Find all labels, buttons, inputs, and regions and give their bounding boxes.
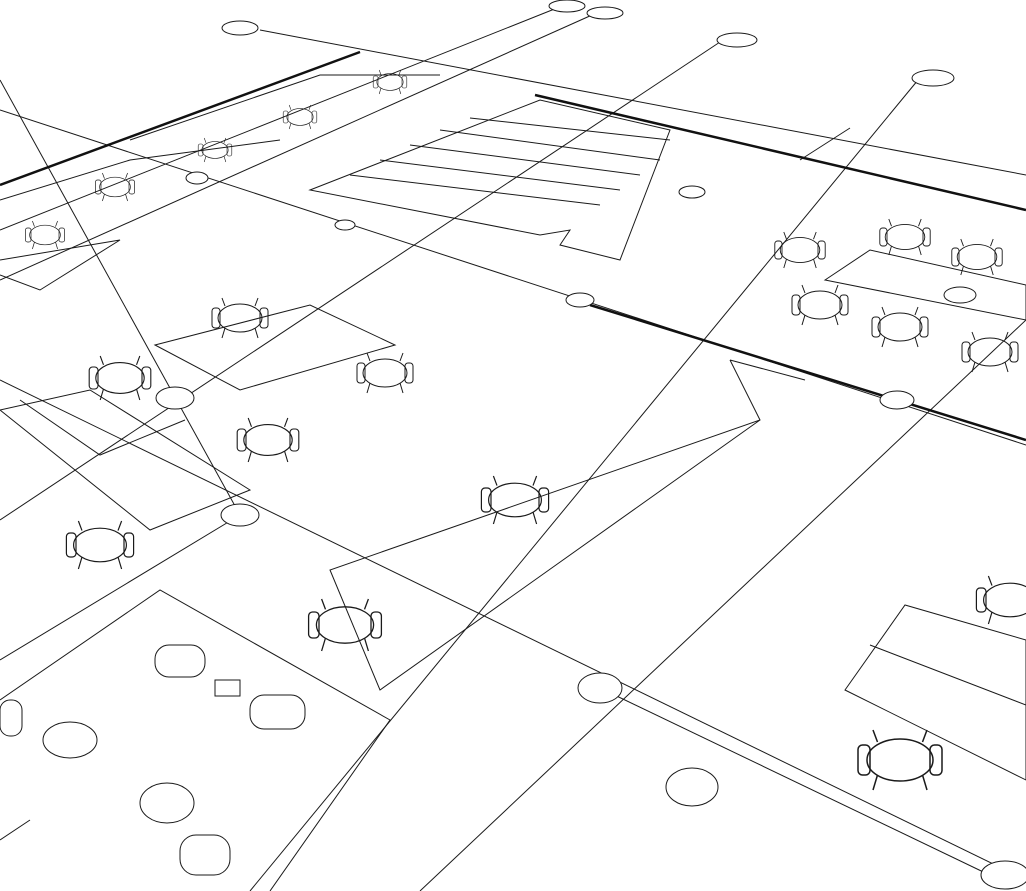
wall [534,93,1026,212]
grid-line [259,29,1026,176]
grid-bubble [879,390,915,410]
floor-drain [155,386,195,410]
floor-drain [943,286,977,304]
chair-icon [197,137,233,163]
grid-bubble [716,32,758,48]
grid-bubble [911,69,955,87]
floor-drain [665,767,719,807]
wall [589,303,1026,442]
floor-drain [678,185,706,199]
grid-bubble [577,672,623,704]
grid-bubble [548,0,586,13]
floor-drain [139,782,195,824]
toilet-icon [249,694,306,730]
grid-bubble [221,20,259,36]
chair-icon [236,417,300,463]
chair-icon [871,306,929,348]
desk-block [823,249,1026,321]
grid-bubble [565,292,595,308]
office-row [0,74,440,291]
desk-block [0,304,397,531]
grid-line [0,79,241,516]
chair-icon [65,520,135,570]
grid-line [249,79,919,891]
toilet-icon [0,699,23,737]
grid-bubble [586,6,624,20]
partition [308,99,671,261]
grid-line [0,41,721,521]
grid-lines [0,7,1026,891]
fixtures [0,644,306,876]
chair-icon [791,284,849,326]
grid-bubble [980,860,1026,890]
toilet-icon [179,834,231,876]
sink-icon [214,679,241,697]
grid-line [0,379,1026,881]
chair-icon [961,331,1019,373]
chair-icon [307,598,383,652]
chair-icon [372,69,408,95]
walls [0,50,1026,891]
chair-icon [211,297,269,339]
chair-icon [95,172,135,202]
desk-block [844,604,1026,781]
chair-icon [480,475,550,525]
grid-bubble [220,503,260,527]
chairs [25,69,1026,791]
grid-bubble [185,171,209,185]
stair [349,117,671,206]
grid-line [0,109,1026,446]
grid-line [0,514,241,661]
chair-icon [879,218,931,256]
chair-icon [282,104,318,130]
grid-line [599,687,1001,881]
wall [329,359,806,691]
grid-bubble [334,219,356,231]
wall [799,127,851,161]
restroom [0,589,391,891]
chair-icon [356,352,414,394]
grid-line [0,7,558,231]
chair-icon [857,729,943,791]
chair-icon [774,231,826,269]
chair-icon [25,220,65,250]
grid-line [0,14,593,281]
grid-line [419,319,1026,891]
toilet-icon [154,644,206,678]
floor-drain [42,721,98,759]
chair-icon [975,575,1026,625]
chair-icon [951,238,1003,276]
chair-icon [88,355,152,401]
column-bubbles [42,0,1026,890]
wall [0,50,361,187]
